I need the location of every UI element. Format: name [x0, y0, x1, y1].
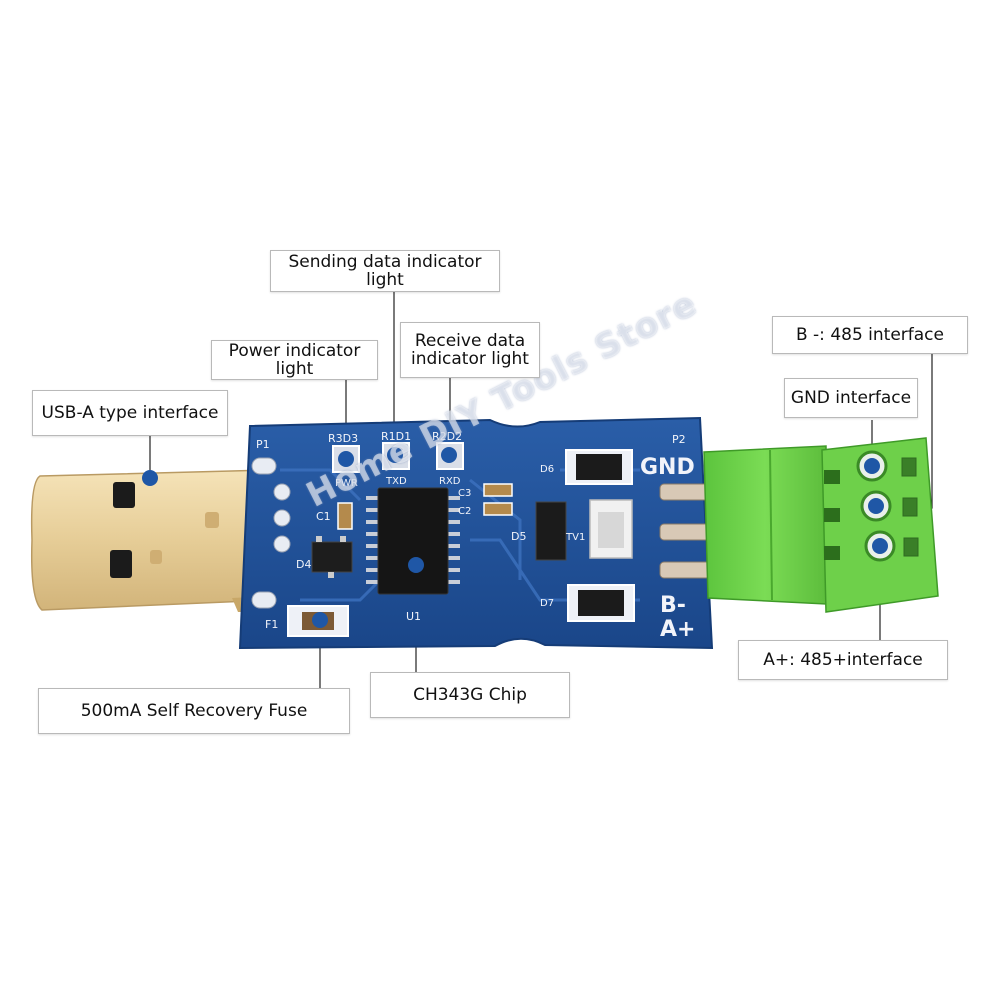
pcb-label-c2: C2	[458, 506, 471, 517]
pcb-label-r3d3: R3D3	[328, 432, 358, 445]
pcb-label-tv1: TV1	[565, 532, 585, 543]
callout-usb-text: USB-A type interface	[41, 403, 219, 423]
callout-usb-interface: USB-A type interface	[32, 390, 228, 436]
pcb-label-pwr: PWR	[335, 478, 358, 489]
callout-b-minus-text: B -: 485 interface	[795, 325, 944, 345]
pcb-label-gnd: GND	[640, 455, 695, 480]
pcb-board: P1 P2 R3D3 R1D1 R2D2 PWR TXD RXD C1 C3 C…	[238, 416, 714, 650]
callout-receive-light: Receive data indicator light	[400, 322, 540, 378]
pcb-label-d7: D7	[540, 598, 554, 609]
callout-sending-light: Sending data indicator light	[270, 250, 500, 292]
pcb-label-p2: P2	[672, 433, 686, 446]
pcb-label-d4: D4	[296, 558, 311, 571]
pcb-label-d5: D5	[511, 530, 526, 543]
ch343g-chip	[366, 487, 460, 595]
callout-chip-text: CH343G Chip	[413, 685, 527, 705]
callout-gnd: GND interface	[784, 378, 918, 418]
callout-receive-text: Receive data indicator light	[411, 331, 529, 369]
pcb-label-r2d2: R2D2	[432, 430, 462, 443]
callout-chip: CH343G Chip	[370, 672, 570, 718]
marker-dots	[142, 447, 888, 628]
pcb-label-a-plus: A+	[660, 617, 695, 642]
pcb-label-f1: F1	[265, 618, 278, 631]
callout-fuse-text: 500mA Self Recovery Fuse	[80, 701, 308, 721]
callout-power-light: Power indicator light	[211, 340, 378, 380]
callout-fuse: 500mA Self Recovery Fuse	[38, 688, 350, 734]
pcb-label-d6: D6	[540, 464, 554, 475]
pcb-label-c1: C1	[316, 510, 331, 523]
pcb-label-p1: P1	[256, 438, 270, 451]
terminal-block	[703, 437, 939, 613]
callout-gnd-text: GND interface	[790, 388, 912, 408]
pcb-label-b-minus: B-	[660, 593, 686, 618]
callout-sending-text: Sending data indicator light	[288, 252, 482, 290]
usb-a-plug	[30, 469, 273, 612]
pcb-label-r1d1: R1D1	[381, 430, 411, 443]
pcb-label-u1: U1	[406, 610, 421, 623]
pcb-label-rxd: RXD	[439, 476, 461, 487]
callout-a-plus: A+: 485+interface	[738, 640, 948, 680]
callout-a-plus-text: A+: 485+interface	[763, 650, 923, 670]
pcb-label-c3: C3	[458, 488, 471, 499]
pcb-label-txd: TXD	[385, 476, 407, 487]
callout-power-text: Power indicator light	[228, 341, 361, 379]
callout-b-minus: B -: 485 interface	[772, 316, 968, 354]
